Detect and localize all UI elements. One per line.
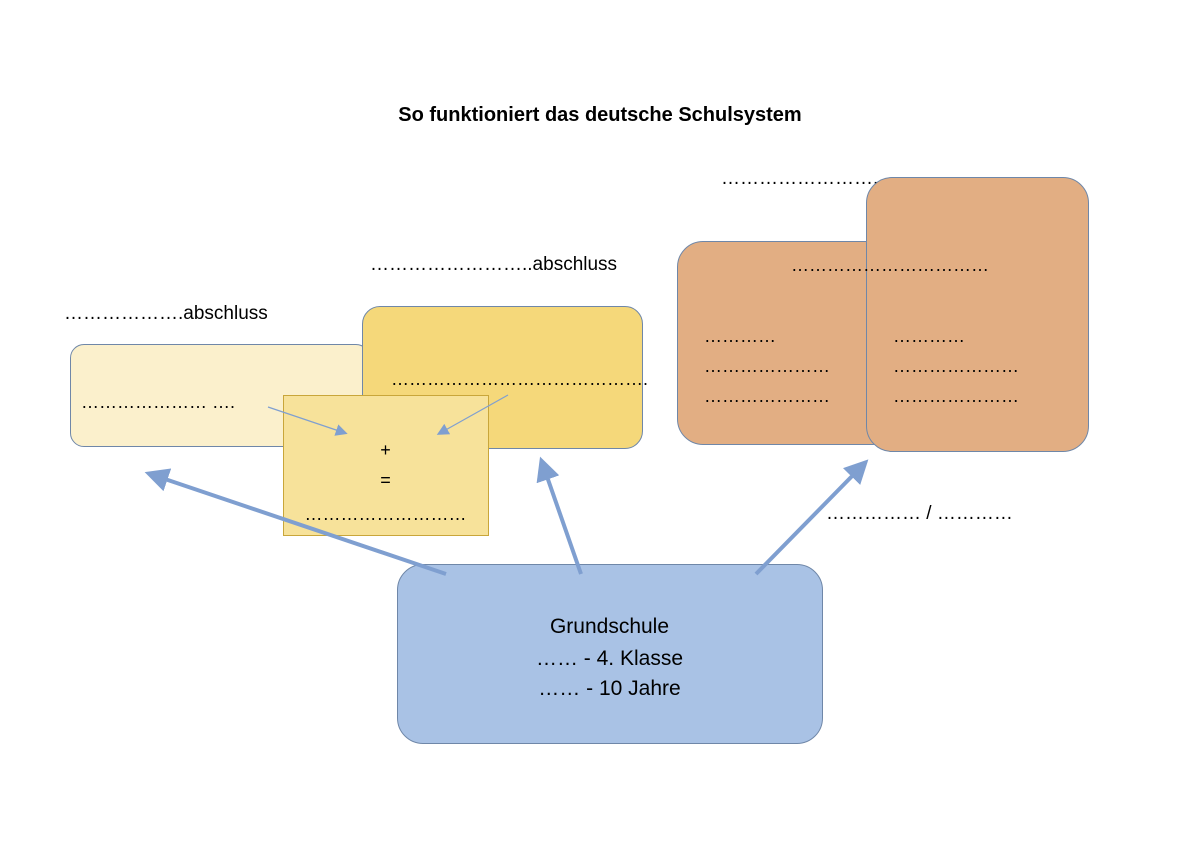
orange-school-box-1: ………… ………………… ………………… — [677, 241, 899, 445]
arrow-left-into-combination — [267, 406, 348, 436]
arrow-to-middle-box — [536, 456, 583, 575]
middle-school-box: ……………………………………. — [362, 306, 648, 449]
arrow-to-orange-boxes — [754, 459, 869, 576]
orange2-line-3: ………………… — [893, 386, 1019, 406]
page-title: So funktioniert das deutsche Schulsystem — [398, 104, 802, 126]
orange1-line-1: ………… — [704, 326, 776, 346]
combination-result-text: ……………………… — [304, 504, 467, 524]
mid-abschluss-label: ……………………..abschluss — [370, 254, 618, 275]
left-abschluss-label: ……………….abschluss — [64, 303, 268, 324]
combination-box: + = ……………………… — [283, 395, 489, 536]
arrow-middle-into-combination — [436, 394, 509, 435]
equals-sign: = — [380, 470, 391, 490]
grundschule-grade: …… - 4. Klasse — [535, 647, 684, 670]
grundschule-box: Grundschule …… - 4. Klasse …… - 10 Jahre — [397, 564, 823, 744]
left-box-text: ………………… …. — [81, 392, 236, 412]
orange2-line-2: ………………… — [893, 356, 1019, 376]
grundschule-title: Grundschule — [549, 615, 670, 638]
plus-sign: + — [380, 440, 391, 460]
orange1-line-2: ………………… — [704, 356, 830, 376]
orange-school-box-2: ………… ………………… ………………… — [866, 177, 1089, 452]
orange-top-label: ……………………. — [721, 168, 879, 189]
middle-box-text: ……………………………………. — [391, 369, 649, 389]
arrow-to-left-box — [144, 468, 447, 576]
bottom-right-label: …………… / ………… — [826, 503, 1013, 524]
orange-header-text: …………………………… — [791, 255, 989, 275]
orange1-line-3: ………………… — [704, 386, 830, 406]
orange2-line-1: ………… — [893, 326, 965, 346]
grundschule-age: …… - 10 Jahre — [538, 677, 681, 700]
